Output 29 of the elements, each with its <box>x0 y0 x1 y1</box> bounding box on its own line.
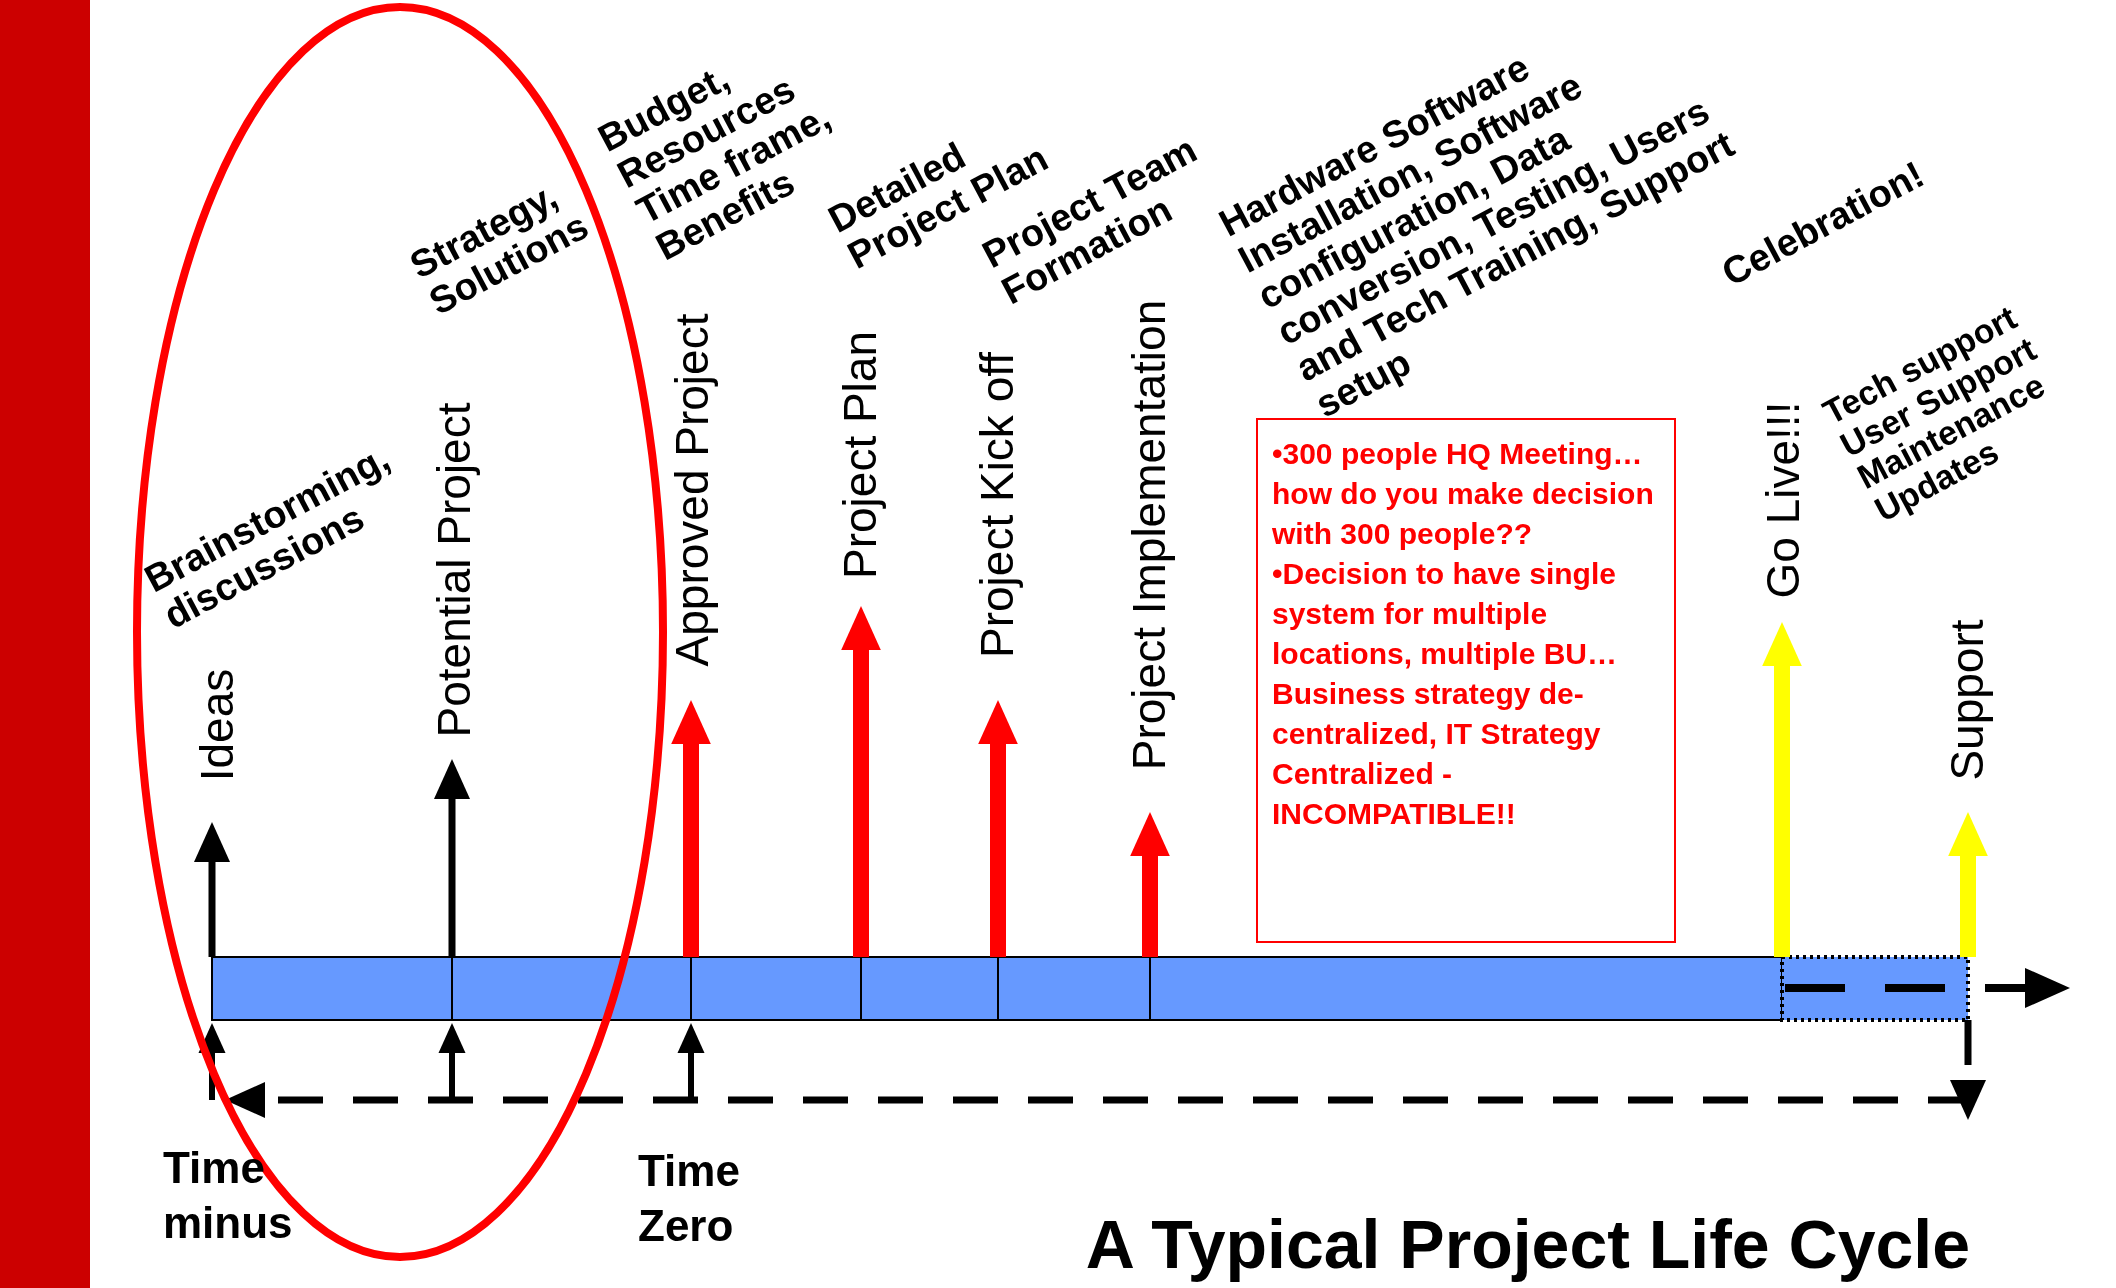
milestone-arrow <box>1762 622 1802 957</box>
milestone-label: Approved Project <box>668 313 718 667</box>
milestone-label: Project Implementation <box>1125 299 1175 771</box>
milestone-label: Go Live!!! <box>1759 401 1809 599</box>
diagram-title: A Typical Project Life Cycle <box>1085 1205 1970 1283</box>
milestone-arrow <box>978 700 1018 957</box>
time-marker-arrow <box>677 1023 705 1100</box>
note-text: •300 people HQ Meeting… how do you make decision with 300 people?? <box>1272 436 1655 552</box>
feedback-arrow <box>229 1020 1986 1120</box>
time-label: Time minus <box>163 1142 294 1249</box>
milestone-arrow <box>434 759 470 957</box>
milestone-arrow <box>671 700 711 957</box>
time-marker-arrow <box>198 1023 226 1100</box>
timeline-extension <box>1780 955 1970 1022</box>
note-text: •Decision to have single system for multiple locations, multiple BU… Business strategy de-centralized, IT Strategy Centralized - INCOMPATIBLE!! <box>1272 556 1619 832</box>
milestone-arrow <box>841 606 881 957</box>
milestone-arrow <box>1948 812 1988 957</box>
milestone-label: Project Plan <box>836 331 886 579</box>
milestone-arrow <box>1130 812 1170 957</box>
milestone-label: Potential Project <box>430 402 480 738</box>
time-marker-arrow <box>438 1023 466 1100</box>
time-label: Time Zero <box>638 1145 741 1252</box>
side-band <box>0 0 90 1288</box>
timeline-bar <box>211 956 1783 1021</box>
milestone-label: Ideas <box>193 668 243 782</box>
note-box <box>1256 418 1676 943</box>
milestone-label: Project Kick off <box>973 352 1023 658</box>
milestone-label: Support <box>1943 619 1993 781</box>
milestone-arrow <box>194 822 230 957</box>
